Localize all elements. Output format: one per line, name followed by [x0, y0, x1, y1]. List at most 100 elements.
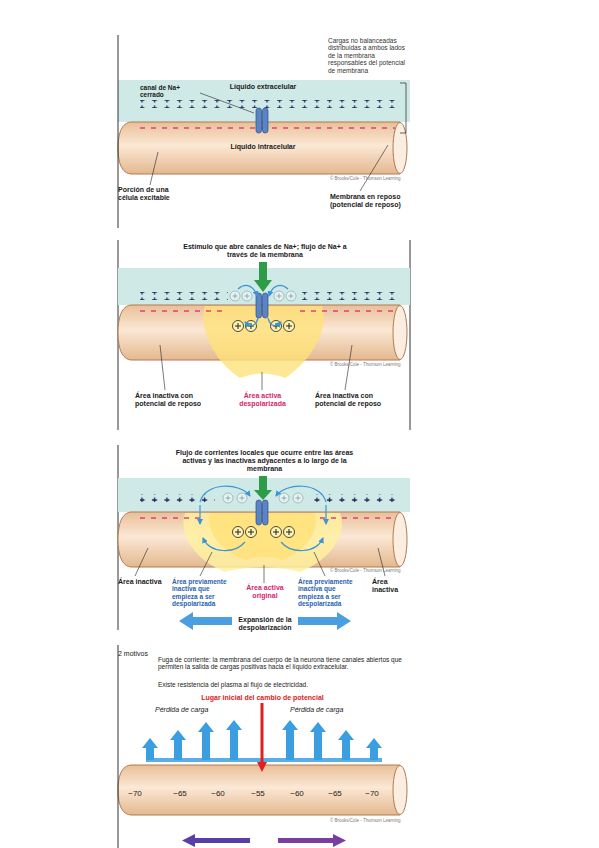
negative-charges: [140, 310, 228, 312]
leader-line: [262, 372, 263, 390]
bracket: [400, 83, 406, 133]
leaving-charge: [293, 493, 303, 503]
direction-arrow: [182, 834, 250, 847]
entering-charge: [246, 527, 257, 538]
spread-arrow: [179, 612, 232, 630]
potential-value: −65: [168, 789, 192, 798]
origin-arrow: [257, 703, 267, 772]
negative-charges: [320, 517, 395, 519]
na-channel: [256, 108, 262, 133]
panel-heading: Flujo de corrientes locales que ocurre e…: [172, 449, 357, 473]
callout-label: Membrana en reposo (potencial de reposo): [330, 193, 410, 209]
entering-charge: [233, 527, 244, 538]
charge-loss-arrow: [226, 720, 242, 760]
leader-line: [200, 552, 212, 576]
entering-charge: [271, 321, 282, 332]
na-channel: [263, 108, 269, 133]
charge-loss-arrow: [338, 730, 354, 760]
callout-label: Área inactiva: [372, 578, 412, 594]
axon-end: [393, 766, 407, 815]
local-current: [203, 538, 245, 551]
axon-segment: −70 −65 −60 −55 −60 −65 −70: [118, 765, 410, 815]
annotation: Cargas no balanceadas distribuidas a amb…: [328, 37, 410, 74]
ion-flow: [268, 318, 281, 325]
local-current: [200, 486, 250, 502]
charge-loss-arrow: [170, 730, 186, 760]
stimulus-arrow: [254, 262, 272, 292]
panel-heading: Estímulo que abre canales de Na+; flujo …: [180, 243, 350, 259]
potential-value: −60: [206, 789, 230, 798]
leader-line: [360, 145, 388, 191]
local-current: [325, 505, 326, 524]
leader-line: [135, 548, 148, 576]
leader-line: [264, 565, 265, 583]
potential-value: −55: [246, 789, 270, 798]
positive-charges: [300, 292, 398, 300]
copyright-note: © Brooks/Cole - Thomson Learning: [330, 818, 405, 823]
potential-value: −70: [360, 789, 384, 798]
positive-charges: [140, 292, 228, 300]
arrow-label: Expansión de la despolarización: [236, 616, 294, 632]
leader-line: [160, 345, 165, 390]
axon-end: [393, 513, 407, 567]
callout-label: Área previamente inactiva que empieza a …: [298, 578, 360, 608]
copyright-note: © Brooks/Cole - Thomson Learning: [330, 176, 405, 181]
leader-line: [345, 345, 352, 390]
entering-charge: [284, 321, 295, 332]
leaving-charge: [230, 291, 240, 301]
stimulus-arrow: [254, 476, 272, 500]
local-current: [199, 505, 200, 524]
direction-arrow: [278, 834, 346, 847]
ion-flow: [245, 318, 258, 325]
callout-label: canal de Na+ cerrado: [140, 84, 202, 99]
ion-flow: [238, 285, 257, 296]
axon-end: [393, 123, 407, 174]
callout-label: Área activa despolarizada: [225, 392, 300, 408]
leaving-charge: [286, 291, 296, 301]
local-current: [276, 486, 326, 502]
callout-label: Área inactiva con potencial de reposo: [135, 392, 207, 408]
na-channel: [263, 293, 269, 318]
callout-label: Área inactiva: [118, 578, 163, 586]
entering-charge: [284, 527, 295, 538]
note-text: Fuga de corriente: la membrana del cuerp…: [158, 656, 416, 671]
arrow-label: Pérdida de carga: [155, 706, 220, 714]
leaving-charge: [223, 493, 233, 503]
charge-loss-arrow: [142, 738, 158, 760]
charge-loss-arrow: [366, 738, 382, 760]
note-text: Existe resistencia del plasma al flujo d…: [158, 681, 416, 688]
callout-label: Porción de una célula excitable: [118, 186, 188, 202]
negative-charges: [300, 310, 395, 312]
entering-charge: [271, 527, 282, 538]
callout-label: Área inactiva con potencial de reposo: [315, 392, 387, 408]
na-channel: [256, 500, 262, 525]
leaving-charge: [274, 291, 284, 301]
panel-border: [118, 645, 119, 848]
charge-loss-arrow: [310, 722, 326, 760]
axon-end: [393, 306, 407, 360]
axon-tube: [118, 765, 400, 815]
na-channel: [256, 293, 262, 318]
arrow-label: Lugar inicial del cambio de potencial: [195, 694, 330, 702]
copyright-note: © Brooks/Cole - Thomson Learning: [330, 362, 405, 367]
na-channel: [263, 500, 269, 525]
potential-value: −70: [123, 789, 147, 798]
entering-charge: [233, 321, 244, 332]
leader-line: [314, 552, 325, 576]
leader-line: [200, 93, 254, 113]
charge-loss-arrow: [198, 722, 214, 760]
leaving-charge: [242, 291, 252, 301]
potential-value: −60: [285, 789, 309, 798]
arrow-label: Pérdida de carga: [290, 706, 355, 714]
positive-charges: [140, 100, 398, 108]
leaving-charge: [237, 493, 247, 503]
charge-loss-arrow: [282, 720, 298, 760]
negative-charges: [140, 517, 205, 519]
callout-label: Área previamente inactiva que empieza a …: [172, 578, 234, 608]
potential-value: −65: [323, 789, 347, 798]
node-label: Líquido intracelular: [213, 143, 313, 151]
